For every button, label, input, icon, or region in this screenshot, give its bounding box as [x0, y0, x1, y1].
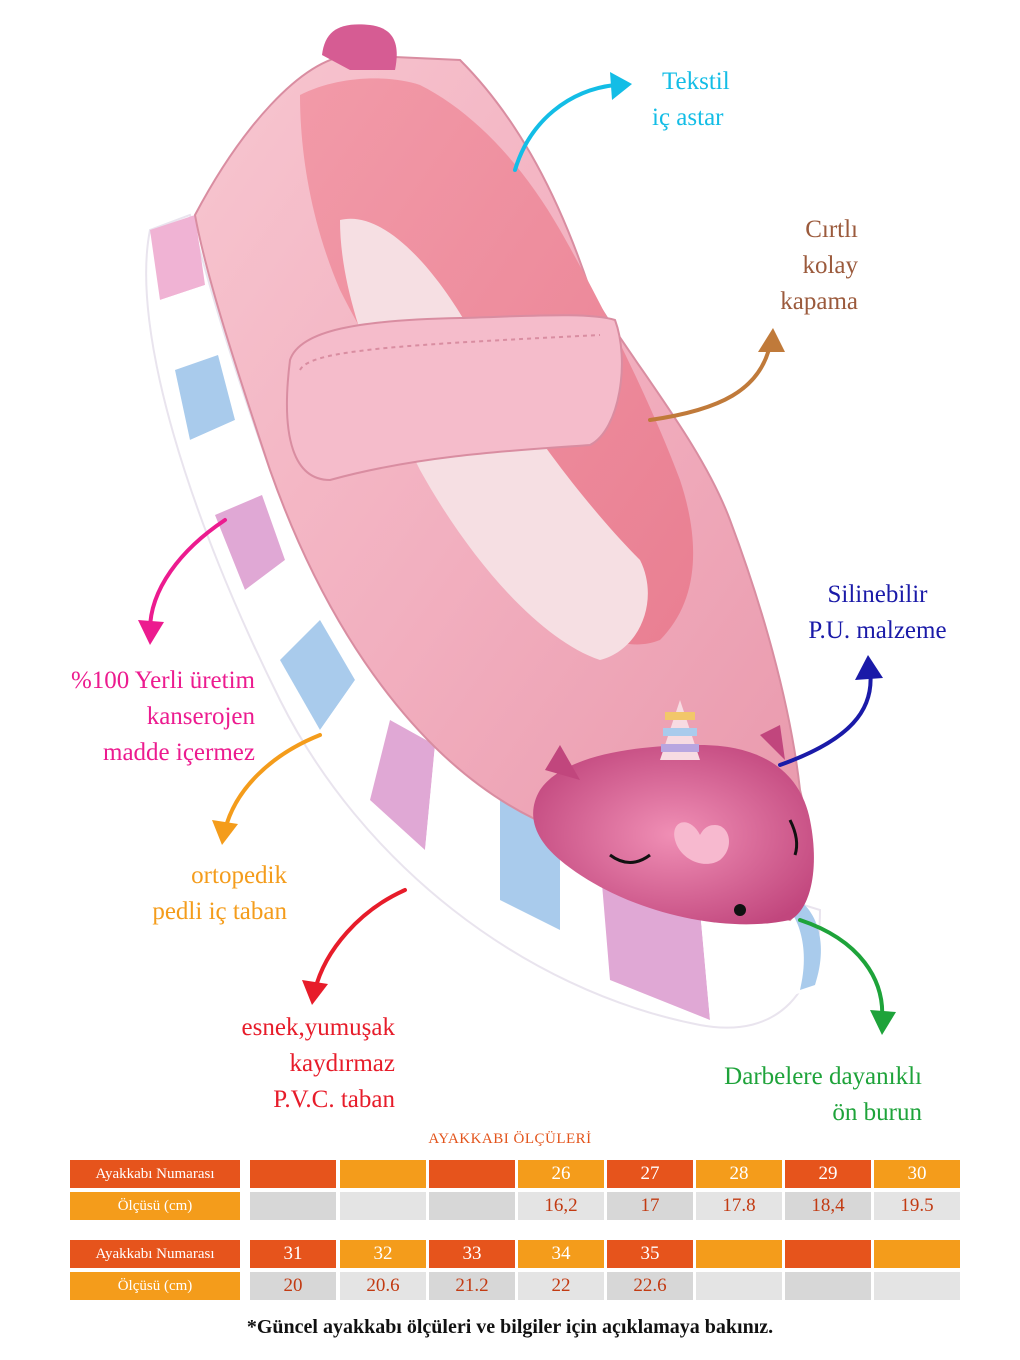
size-cell: 31	[250, 1240, 336, 1268]
brown-curved-arrow-icon	[648, 343, 772, 422]
unicorn-horn-icon	[660, 700, 700, 760]
sole-stripe	[700, 905, 810, 1020]
callout-line: Silinebilir	[827, 581, 928, 608]
callout-line: esnek,yumuşak	[241, 1014, 395, 1041]
callout-yerli: %100 Yerli üretim kanserojen madde içerm…	[40, 663, 255, 771]
size-cell	[340, 1160, 426, 1188]
callout-line: Darbelere dayanıklı	[724, 1063, 922, 1090]
size-cell: 22.6	[607, 1272, 693, 1300]
size-cell: 19.5	[874, 1192, 960, 1220]
size-cell: 27	[607, 1160, 693, 1188]
callout-line: %100 Yerli üretim	[70, 667, 255, 694]
cyan-curved-arrow-icon	[513, 83, 617, 172]
magenta-curved-arrow-icon	[148, 518, 227, 632]
cat-ear	[545, 745, 580, 780]
callout-line: kaydırmaz	[289, 1050, 395, 1077]
size-cell: 20	[250, 1272, 336, 1300]
size-cell: 26	[518, 1160, 604, 1188]
row-label: Ayakkabı Numarası	[70, 1240, 240, 1268]
callout-line: ön burun	[832, 1099, 922, 1126]
sole-stripe	[160, 285, 218, 370]
size-cell	[429, 1192, 515, 1220]
size-cell	[696, 1272, 782, 1300]
size-cell: 29	[785, 1160, 871, 1188]
strap-stitching	[299, 334, 601, 371]
size-cell	[874, 1240, 960, 1268]
orange-curved-arrow-icon	[223, 733, 322, 832]
size-row: Ayakkabı Numarası 26 27 28 29 30	[0, 1160, 1020, 1188]
size-cell	[340, 1192, 426, 1220]
size-cell	[696, 1240, 782, 1268]
sole-stripe	[320, 680, 390, 800]
sole-stripe	[245, 560, 320, 660]
size-cell: 30	[874, 1160, 960, 1188]
size-row: Ayakkabı Numarası 31 32 33 34 35	[0, 1240, 1020, 1268]
size-cell: 17.8	[696, 1192, 782, 1220]
callout-line: kanserojen	[146, 703, 255, 730]
size-cell	[250, 1160, 336, 1188]
size-cell: 21.2	[429, 1272, 515, 1300]
size-cell	[785, 1240, 871, 1268]
row-label: Ölçüsü (cm)	[70, 1272, 240, 1300]
callout-line: kapama	[780, 288, 858, 315]
sole-stripe	[215, 495, 285, 590]
size-cell: 34	[518, 1240, 604, 1268]
callout-darbelere: Darbelere dayanıklı ön burun	[680, 1059, 922, 1131]
size-cell: 22	[518, 1272, 604, 1300]
footnote: *Güncel ayakkabı ölçüleri ve bilgiler iç…	[246, 1316, 774, 1338]
size-row: Ölçüsü (cm) 20 20.6 21.2 22 22.6	[0, 1272, 1020, 1300]
sole-stripe	[190, 420, 262, 515]
callout-line: P.V.C. taban	[273, 1086, 395, 1113]
callout-line: Tekstil	[662, 68, 730, 95]
sole-stripe	[280, 620, 355, 730]
size-cell: 33	[429, 1240, 515, 1268]
cat-eye	[609, 853, 651, 864]
callout-tekstil: Tekstil iç astar	[652, 64, 730, 136]
size-cell: 32	[340, 1240, 426, 1268]
cat-ear	[760, 725, 785, 760]
size-cell	[785, 1272, 871, 1300]
size-cell	[429, 1160, 515, 1188]
size-cell: 16,2	[518, 1192, 604, 1220]
sole-stripe	[600, 860, 710, 1020]
heart-icon	[674, 822, 730, 864]
shoe-illustration	[138, 24, 896, 1035]
callout-line: madde içermez	[103, 739, 255, 766]
heel-glitter-tab	[322, 24, 397, 70]
sole-stripe	[175, 355, 235, 440]
size-row: Ölçüsü (cm) 16,2 17 17.8 18,4 19.5	[0, 1192, 1020, 1220]
cat-eye	[788, 819, 799, 856]
callout-esnek: esnek,yumuşak kaydırmaz P.V.C. taban	[200, 1010, 395, 1118]
callout-line: ortopedik	[191, 862, 287, 889]
red-curved-arrow-icon	[313, 888, 407, 992]
size-cell	[874, 1272, 960, 1300]
velcro-strap	[286, 314, 623, 482]
callout-line: P.U. malzeme	[808, 617, 947, 644]
callout-line: Cırtlı	[805, 216, 858, 243]
sole-stripe	[780, 895, 821, 990]
size-cell: 35	[607, 1240, 693, 1268]
row-label: Ayakkabı Numarası	[70, 1160, 240, 1188]
row-label: Ölçüsü (cm)	[70, 1192, 240, 1220]
callout-silinebilir: Silinebilir P.U. malzeme	[790, 577, 965, 649]
callout-line: pedli iç taban	[152, 898, 287, 925]
size-cell: 17	[607, 1192, 693, 1220]
sole-stripe	[370, 720, 435, 850]
size-cell: 20.6	[340, 1272, 426, 1300]
callout-line: iç astar	[652, 104, 724, 131]
size-table-title: AYAKKABI ÖLÇÜLERİ	[428, 1131, 592, 1147]
callout-cirtli: Cırtlı kolay kapama	[700, 212, 858, 320]
callout-line: kolay	[802, 252, 858, 279]
cat-nose	[734, 904, 746, 916]
glitter-toe-cap	[533, 745, 814, 925]
sole	[145, 213, 822, 1029]
blue-curved-arrow-icon	[778, 668, 873, 767]
size-cell	[250, 1192, 336, 1220]
sole-stripe	[150, 215, 205, 300]
size-cell: 28	[696, 1160, 782, 1188]
size-cell: 18,4	[785, 1192, 871, 1220]
green-curved-arrow-icon	[798, 918, 885, 1022]
callout-ortopedik: ortopedik pedli iç taban	[90, 858, 287, 930]
